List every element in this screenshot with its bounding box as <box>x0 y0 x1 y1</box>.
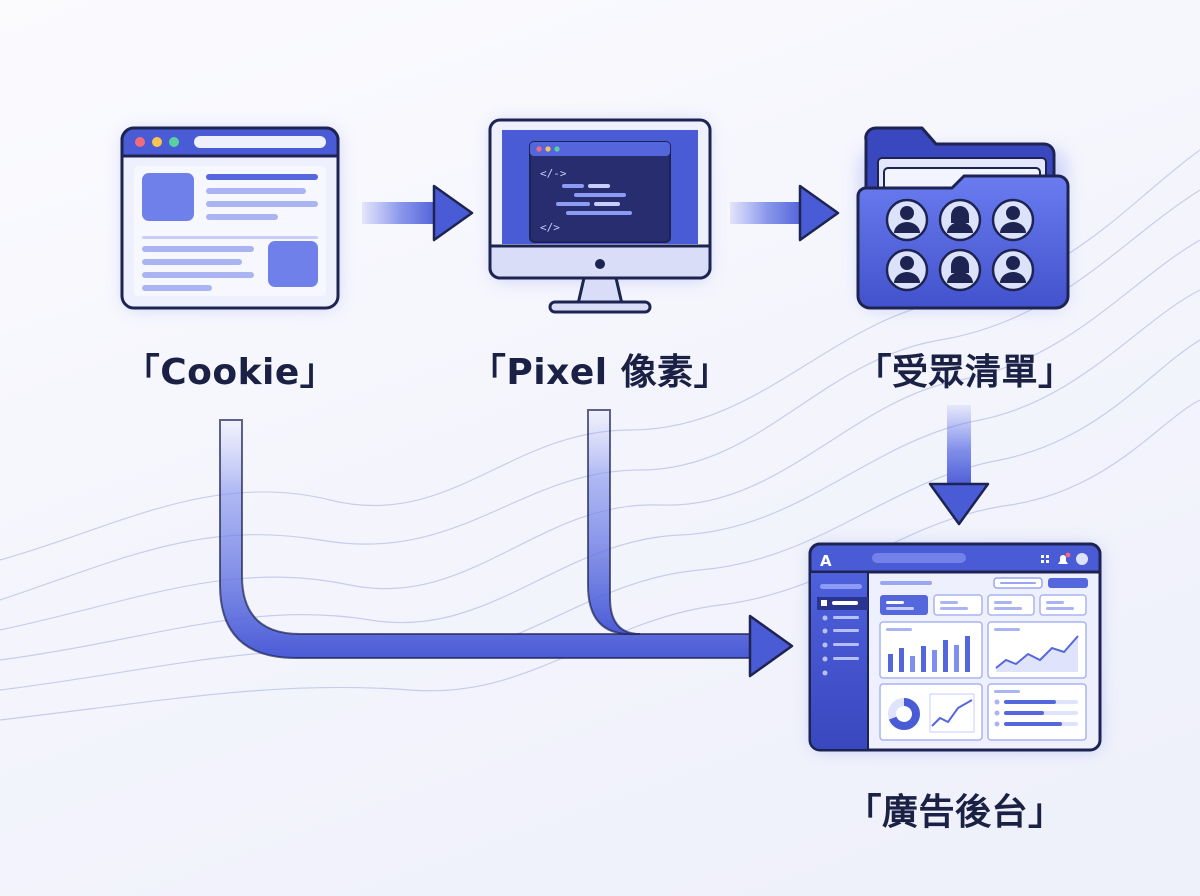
audience-folder-icon <box>856 126 1070 310</box>
person-avatar-4 <box>885 248 929 292</box>
audience-label: 「受眾清單」 <box>855 352 1075 393</box>
dashboard-logo: A <box>820 552 832 570</box>
person-avatar-6 <box>991 248 1035 292</box>
person-avatar-2 <box>938 198 982 242</box>
arrow-cookie-to-admin <box>219 419 756 659</box>
grid-icon <box>1041 555 1049 563</box>
arrow-pixel-to-audience <box>730 184 840 242</box>
code-open-tag: </-> <box>540 167 567 180</box>
pixel-label: 「Pixel 像素」 <box>469 352 731 393</box>
code-close-tag: </> <box>540 221 560 234</box>
person-avatar-5 <box>938 248 982 292</box>
browser-window-icon <box>120 126 340 310</box>
person-avatar-1 <box>885 198 929 242</box>
arrow-pixel-to-admin <box>587 409 794 678</box>
monitor-code-icon: </-> </> <box>488 118 712 314</box>
person-avatar-3 <box>991 198 1035 242</box>
admin-label: 「廣告後台」 <box>845 792 1065 833</box>
arrow-cookie-to-pixel <box>362 184 474 242</box>
bell-icon <box>1058 555 1068 564</box>
avatar <box>1076 553 1088 565</box>
arrow-audience-to-admin <box>928 405 990 526</box>
ad-dashboard-icon: A <box>808 542 1102 752</box>
cookie-label: 「Cookie」 <box>123 352 337 393</box>
